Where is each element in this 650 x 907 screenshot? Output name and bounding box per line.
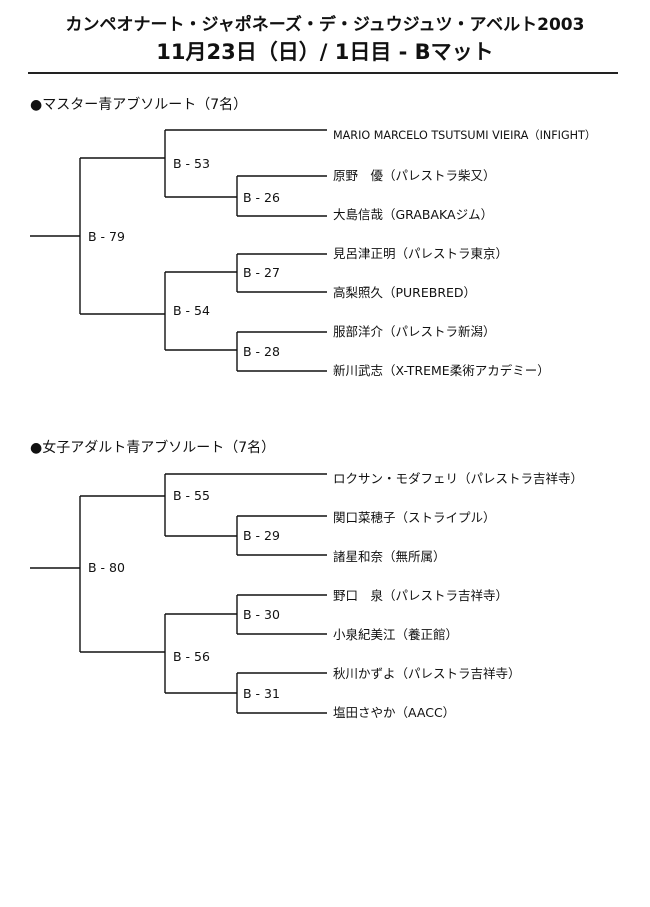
page-title: カンペオナート・ジャポネーズ・デ・ジュウジュツ・アベルト2003: [65, 15, 585, 35]
match-code-final: B - 79: [88, 229, 125, 244]
entrant-name: 小泉紀美江（養正館）: [333, 627, 458, 642]
match-code-qf-top: B - 26: [243, 190, 280, 205]
section-title-women: ●女子アダルト青アブソルート（7名）: [30, 440, 276, 456]
entrant-name: 見呂津正明（パレストラ東京）: [333, 246, 508, 261]
header-divider: [28, 72, 618, 74]
match-code-qf-3: B - 30: [243, 607, 280, 622]
bracket-lines: [30, 473, 327, 714]
entrant-name: 原野 優（パレストラ柴又）: [333, 168, 496, 183]
entrant-name: 大島信哉（GRABAKAジム）: [333, 207, 493, 222]
match-code-semi-top: B - 53: [173, 156, 210, 171]
entrant-name: ロクサン・モダフェリ（パレストラ吉祥寺）: [333, 471, 583, 486]
entrant-name: MARIO MARCELO TSUTSUMI VIEIRA（INFIGHT）: [333, 129, 596, 142]
match-code-semi-bottom: B - 56: [173, 649, 210, 664]
bracket-lines: [30, 129, 327, 372]
page-subtitle: 11月23日（日）/ 1日目 - Bマット: [156, 40, 494, 64]
section-title-master: ●マスター青アブソルート（7名）: [30, 97, 248, 113]
match-code-qf-4: B - 28: [243, 344, 280, 359]
match-code-qf-4: B - 31: [243, 686, 280, 701]
entrant-name: 関口菜穂子（ストライプル）: [333, 510, 496, 525]
match-code-final: B - 80: [88, 560, 125, 575]
match-code-semi-bottom: B - 54: [173, 303, 210, 318]
entrant-name: 新川武志（X-TREME柔術アカデミー）: [333, 363, 550, 378]
entrant-name: 服部洋介（パレストラ新潟）: [333, 324, 496, 339]
entrant-name: 塩田さやか（AACC）: [333, 705, 455, 720]
match-code-qf-3: B - 27: [243, 265, 280, 280]
entrant-name: 野口 泉（パレストラ吉祥寺）: [333, 588, 508, 603]
entrant-name: 諸星和奈（無所属）: [333, 549, 446, 564]
match-code-qf-top: B - 29: [243, 528, 280, 543]
match-code-semi-top: B - 55: [173, 488, 210, 503]
entrant-name: 秋川かずよ（パレストラ吉祥寺）: [333, 666, 521, 681]
entrant-name: 高梨照久（PUREBRED）: [333, 285, 476, 300]
